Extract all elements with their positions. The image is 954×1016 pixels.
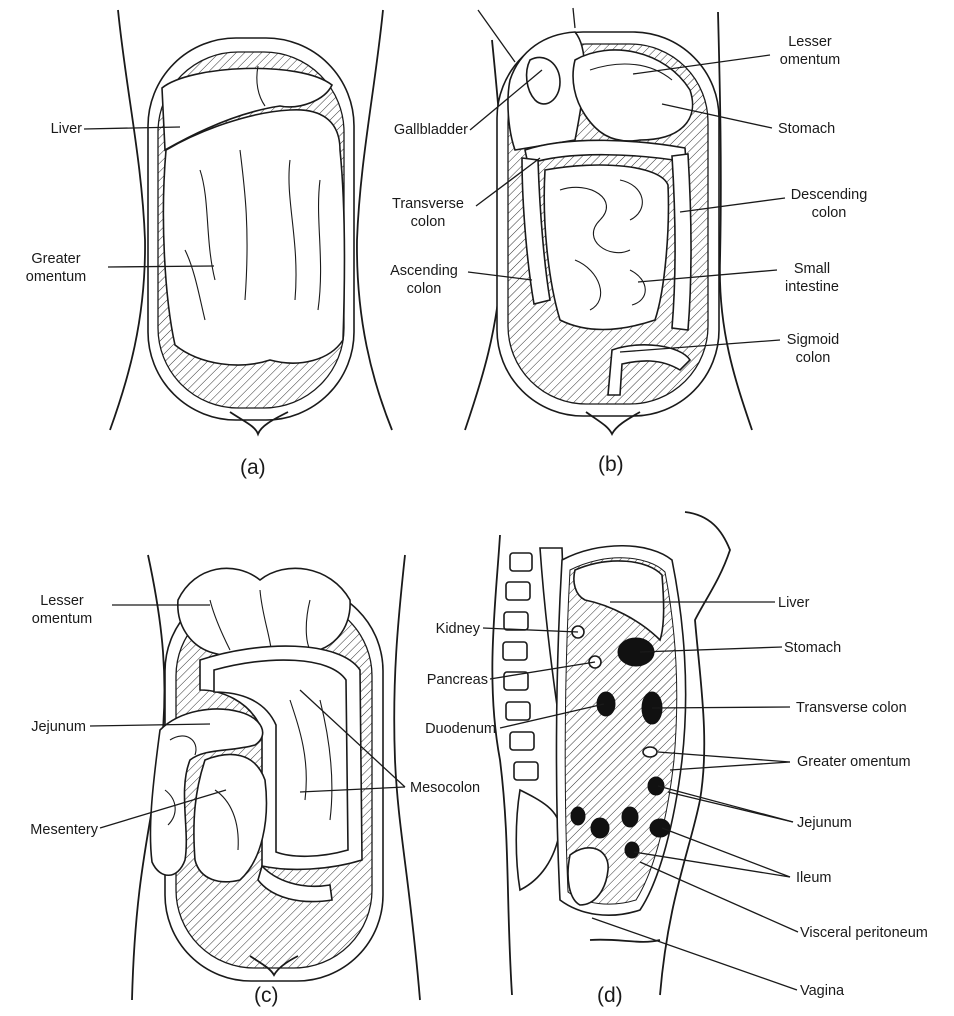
caption-b: (b) bbox=[598, 453, 624, 477]
label-d-greater-omentum: Greater omentum bbox=[797, 753, 911, 771]
label-d-vagina: Vagina bbox=[800, 982, 844, 1000]
descending-colon-b bbox=[672, 154, 691, 330]
duodenum-d bbox=[597, 692, 615, 716]
label-d-visceral-peritoneum: Visceral peritoneum bbox=[800, 924, 928, 942]
label-d-stomach: Stomach bbox=[784, 639, 841, 657]
label-b-transverse-colon: Transverse colon bbox=[380, 195, 476, 231]
label-b-small-intestine: Small intestine bbox=[772, 260, 852, 296]
label-c-jejunum: Jejunum bbox=[6, 718, 86, 736]
label-d-pancreas: Pancreas bbox=[398, 671, 488, 689]
label-b-gallbladder: Gallbladder bbox=[360, 121, 468, 139]
label-d-duodenum: Duodenum bbox=[396, 720, 496, 738]
label-a-greater-omentum: Greater omentum bbox=[6, 250, 106, 286]
caption-c: (c) bbox=[254, 984, 279, 1008]
greater-omentum-a bbox=[163, 110, 344, 365]
label-c-mesentery: Mesentery bbox=[4, 821, 98, 839]
label-d-transverse-colon: Transverse colon bbox=[796, 699, 907, 717]
label-b-sigmoid-colon: Sigmoid colon bbox=[775, 331, 851, 367]
label-d-liver: Liver bbox=[778, 594, 809, 612]
label-a-liver: Liver bbox=[12, 120, 82, 138]
label-d-kidney: Kidney bbox=[400, 620, 480, 638]
panel-b-drawing bbox=[465, 8, 752, 434]
label-b-stomach: Stomach bbox=[778, 120, 835, 138]
label-b-ascending-colon: Ascending colon bbox=[378, 262, 470, 298]
panel-c-drawing bbox=[132, 555, 420, 1000]
label-d-jejunum: Jejunum bbox=[797, 814, 852, 832]
label-c-mesocolon: Mesocolon bbox=[410, 779, 480, 797]
label-b-lesser-omentum: Lesser omentum bbox=[770, 33, 850, 69]
label-b-descending-colon: Descending colon bbox=[780, 186, 878, 222]
label-d-ileum: Ileum bbox=[796, 869, 831, 887]
caption-a: (a) bbox=[240, 456, 266, 480]
caption-d: (d) bbox=[597, 984, 623, 1008]
label-c-lesser-omentum: Lesser omentum bbox=[14, 592, 110, 628]
panel-a-drawing bbox=[110, 10, 392, 434]
panel-d-drawing bbox=[492, 512, 730, 995]
